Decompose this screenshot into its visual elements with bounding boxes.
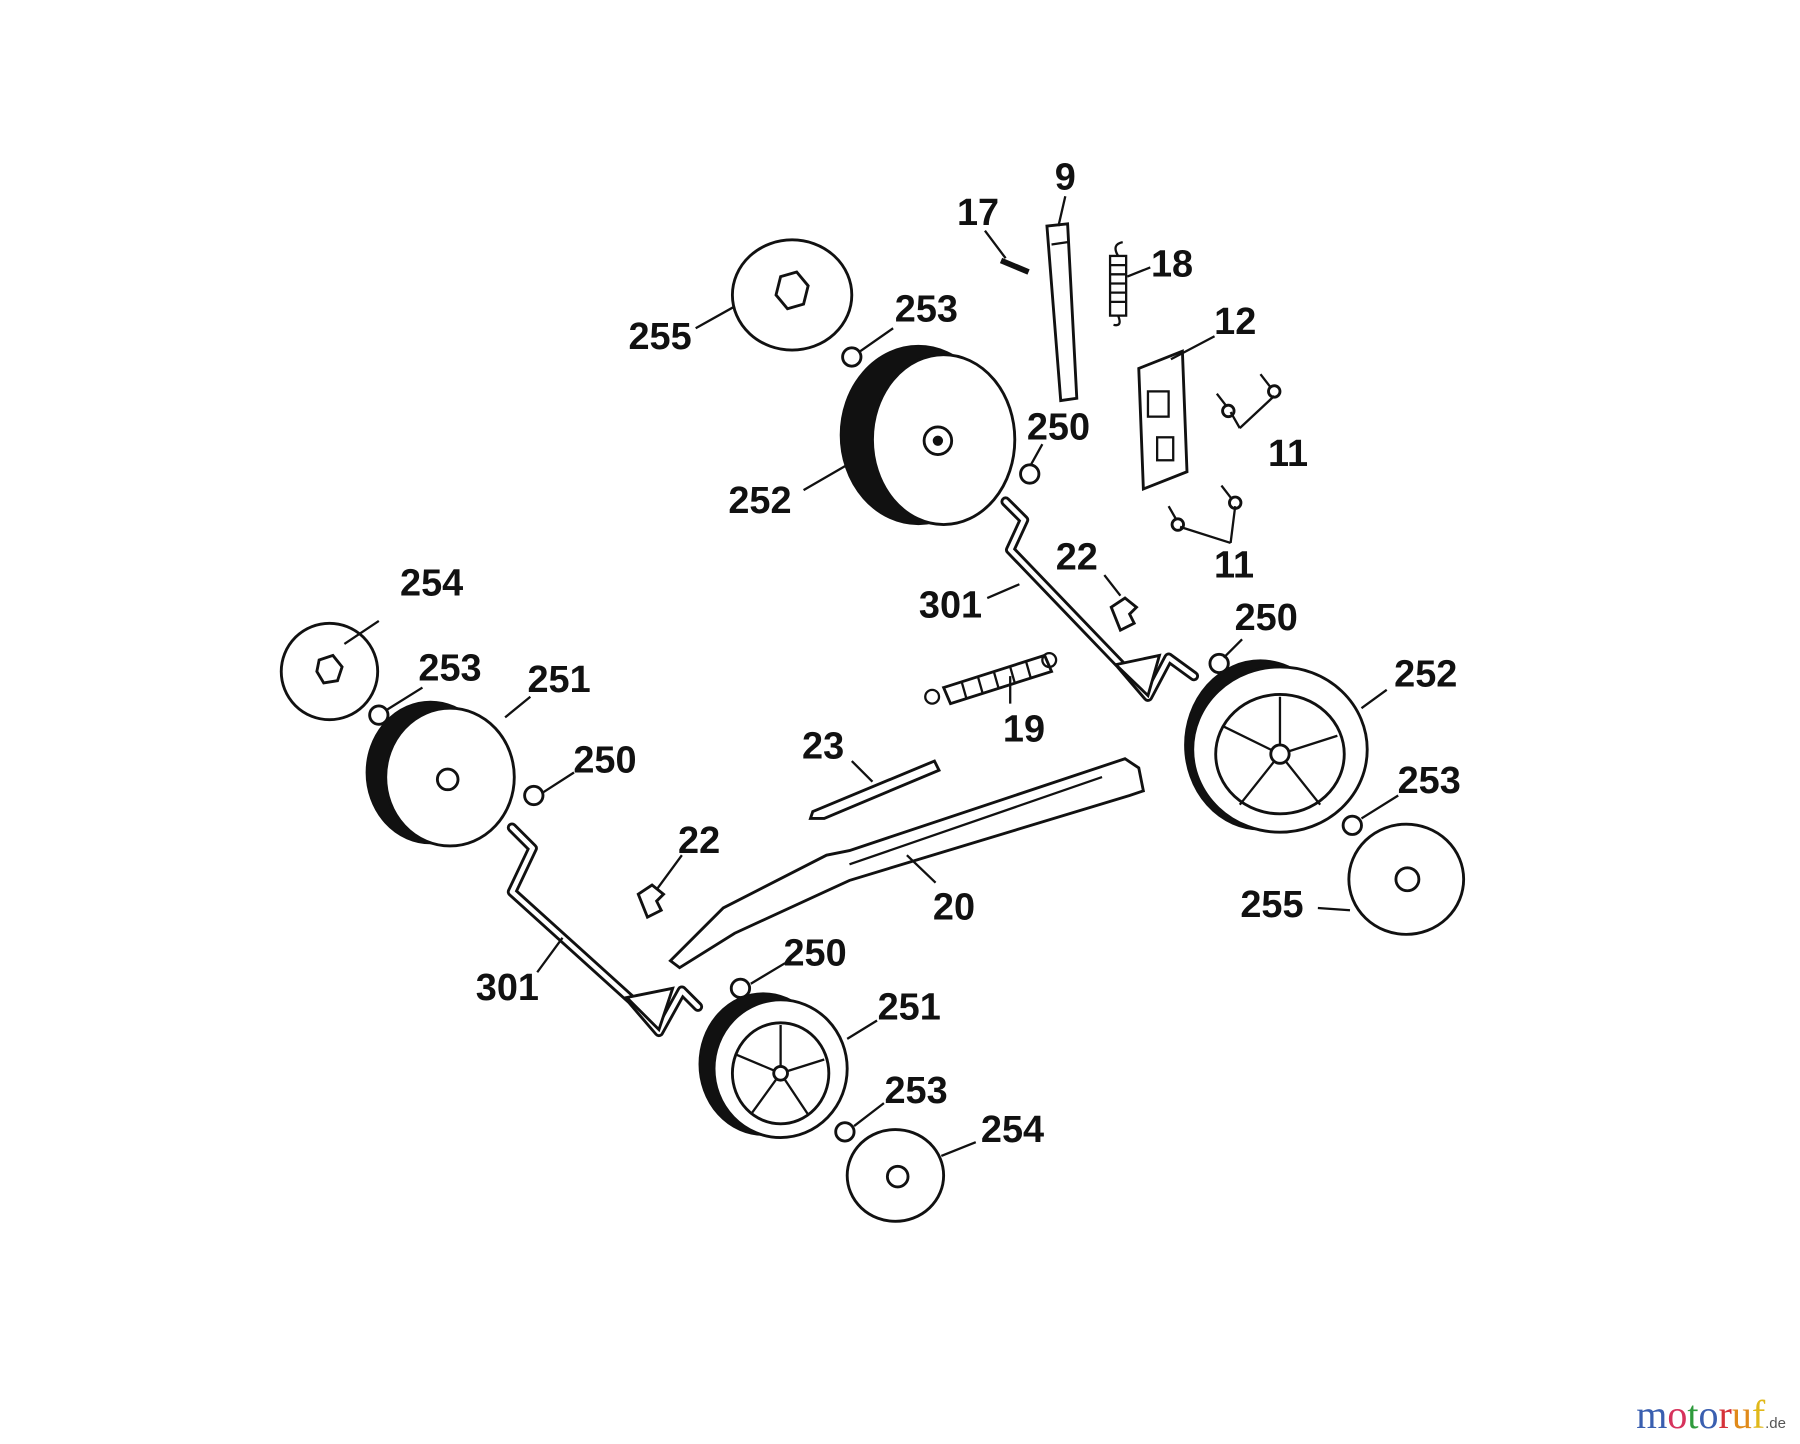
callout-252: 252 xyxy=(1394,653,1457,695)
hubcap-254-left xyxy=(279,621,380,722)
callout-17: 17 xyxy=(957,192,999,234)
spring-19 xyxy=(924,651,1058,706)
spring-18 xyxy=(1108,241,1128,327)
wheel-251-bottom xyxy=(698,992,849,1139)
wheel-252-right xyxy=(1184,659,1369,834)
washer-253 xyxy=(834,1121,856,1143)
callout-22: 22 xyxy=(678,820,720,862)
callout-22: 22 xyxy=(1056,536,1098,578)
washer-250 xyxy=(523,784,545,807)
callout-19: 19 xyxy=(1003,709,1045,751)
axle-301-lower xyxy=(506,822,704,1038)
logo-letter: u xyxy=(1731,1392,1752,1437)
callout-250: 250 xyxy=(1027,407,1090,449)
washer-250 xyxy=(1019,463,1041,485)
motoruf-logo: motoruf.de xyxy=(1636,1391,1786,1438)
hubcap-255-top xyxy=(730,238,854,352)
callout-254: 254 xyxy=(981,1109,1044,1151)
wheel-251-left xyxy=(365,700,516,848)
callout-253: 253 xyxy=(418,648,481,690)
hubcap-254-bottom xyxy=(845,1128,946,1223)
hubcap-255-right xyxy=(1347,822,1466,936)
callout-12: 12 xyxy=(1214,301,1256,343)
pin-17 xyxy=(999,257,1030,275)
callout-251: 251 xyxy=(878,986,941,1028)
callout-255: 255 xyxy=(628,316,691,358)
callout-251: 251 xyxy=(527,659,590,701)
callout-250: 250 xyxy=(1235,597,1298,639)
callout-253: 253 xyxy=(884,1070,947,1112)
washer-253 xyxy=(841,346,863,368)
washer-250 xyxy=(1208,652,1230,675)
callout-252: 252 xyxy=(728,480,791,522)
leader-lines xyxy=(343,195,1399,1157)
lever-20 xyxy=(668,757,1146,970)
callout-301: 301 xyxy=(919,585,982,627)
washer-253 xyxy=(368,704,390,726)
clip-22 xyxy=(636,883,666,920)
callout-250: 250 xyxy=(573,740,636,782)
logo-text: motoruf xyxy=(1636,1392,1765,1437)
screws-11 xyxy=(1167,373,1282,532)
callout-255: 255 xyxy=(1240,884,1303,926)
logo-letter: t xyxy=(1687,1392,1699,1437)
callout-18: 18 xyxy=(1151,244,1193,286)
callout-250: 250 xyxy=(783,932,846,974)
wheel-252-top xyxy=(839,344,1017,526)
callout-11: 11 xyxy=(1214,544,1254,586)
strip-23 xyxy=(808,759,941,820)
clip-22 xyxy=(1109,596,1139,633)
callout-254: 254 xyxy=(400,563,463,605)
logo-letter: f xyxy=(1751,1392,1766,1437)
callout-253: 253 xyxy=(1398,760,1461,802)
bar-9 xyxy=(1045,222,1079,403)
callout-20: 20 xyxy=(933,886,975,928)
logo-letter: m xyxy=(1636,1392,1668,1437)
callout-9: 9 xyxy=(1055,156,1076,198)
logo-suffix: .de xyxy=(1765,1415,1786,1432)
logo-letter: r xyxy=(1718,1392,1732,1437)
plate-12 xyxy=(1137,349,1189,492)
callout-11: 11 xyxy=(1268,433,1308,475)
callout-301: 301 xyxy=(476,967,539,1009)
logo-letter: o xyxy=(1667,1392,1688,1437)
callout-253: 253 xyxy=(895,288,958,330)
axle-301-upper xyxy=(1000,496,1200,702)
logo-letter: o xyxy=(1698,1392,1719,1437)
washer-253 xyxy=(1341,814,1363,836)
callout-23: 23 xyxy=(802,726,844,768)
